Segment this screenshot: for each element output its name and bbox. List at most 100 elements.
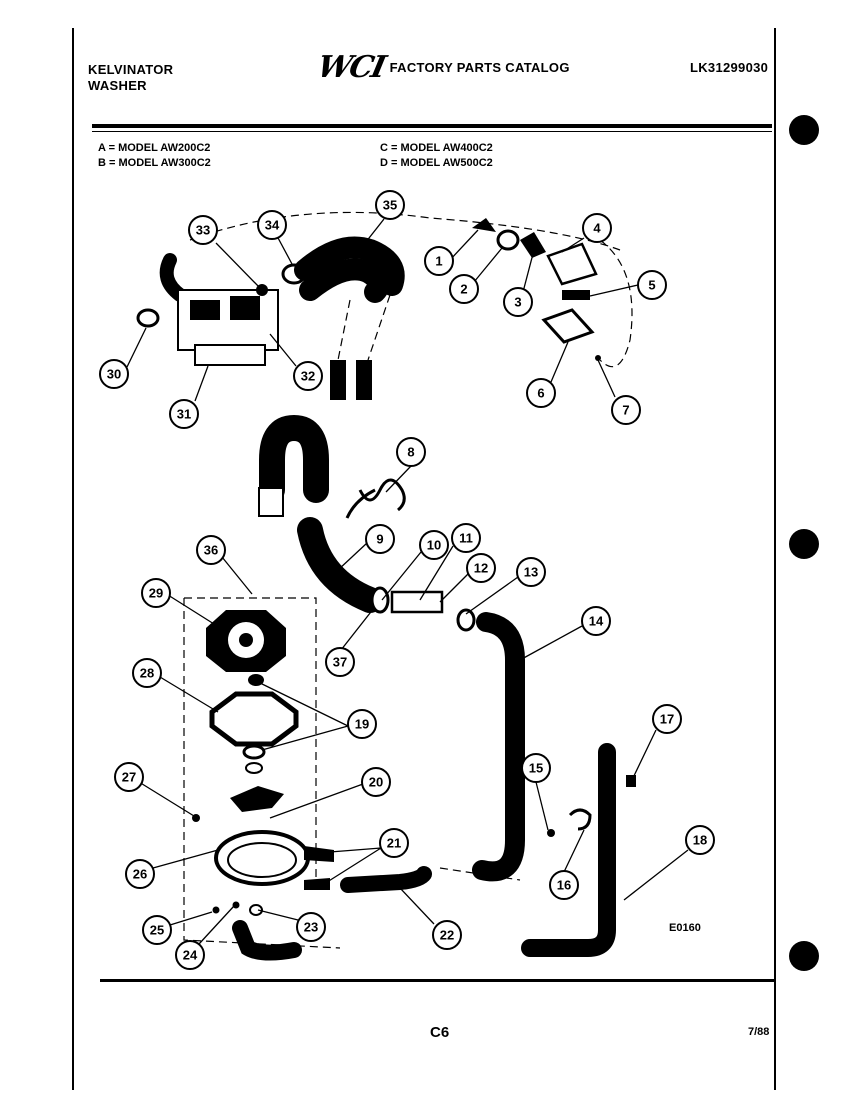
callout-22: 22 xyxy=(432,920,462,950)
svg-text:26: 26 xyxy=(133,867,147,882)
callout-6: 6 xyxy=(526,378,556,408)
header-rule-thin xyxy=(92,131,772,132)
footer-rule xyxy=(100,979,774,982)
product-type: WASHER xyxy=(88,78,147,93)
svg-text:11: 11 xyxy=(459,531,473,546)
brand-name: KELVINATOR xyxy=(88,62,174,77)
callout-35: 35 xyxy=(375,190,405,220)
catalog-header: WCI FACTORY PARTS CATALOG xyxy=(314,50,570,85)
callout-20: 20 xyxy=(361,767,391,797)
svg-text:10: 10 xyxy=(427,538,441,553)
callout-2: 2 xyxy=(449,274,479,304)
model-c: C = MODEL AW400C2 xyxy=(380,142,493,154)
svg-text:16: 16 xyxy=(557,878,571,893)
callout-16: 16 xyxy=(549,870,579,900)
callout-7: 7 xyxy=(611,395,641,425)
svg-text:9: 9 xyxy=(376,532,383,547)
water-valve-assembly xyxy=(136,211,621,400)
svg-text:15: 15 xyxy=(529,761,543,776)
callout-36: 36 xyxy=(196,535,226,565)
callout-25: 25 xyxy=(142,915,172,945)
page-number: C6 xyxy=(430,1024,450,1041)
svg-text:28: 28 xyxy=(140,666,154,681)
svg-text:34: 34 xyxy=(265,218,280,233)
svg-text:17: 17 xyxy=(660,712,674,727)
svg-text:5: 5 xyxy=(648,278,655,293)
svg-text:4: 4 xyxy=(593,221,601,236)
pump-assembly xyxy=(183,597,432,961)
svg-text:20: 20 xyxy=(369,775,383,790)
model-a: A = MODEL AW200C2 xyxy=(98,142,211,154)
revision-date: 7/88 xyxy=(748,1026,770,1038)
svg-text:33: 33 xyxy=(196,223,210,238)
callout-9: 9 xyxy=(365,524,395,554)
callout-18: 18 xyxy=(685,825,715,855)
svg-text:19: 19 xyxy=(355,717,369,732)
svg-text:13: 13 xyxy=(524,565,538,580)
svg-text:27: 27 xyxy=(122,770,136,785)
callout-31: 31 xyxy=(169,399,199,429)
callout-29: 29 xyxy=(141,578,171,608)
model-d: D = MODEL AW500C2 xyxy=(380,157,493,169)
callout-30: 30 xyxy=(99,359,129,389)
callout-14: 14 xyxy=(581,606,611,636)
svg-text:3: 3 xyxy=(514,295,521,310)
callout-19: 19 xyxy=(347,709,377,739)
svg-text:6: 6 xyxy=(537,386,544,401)
svg-text:8: 8 xyxy=(407,445,414,460)
brand-block: KELVINATOR WASHER xyxy=(88,62,173,94)
binder-hole xyxy=(789,115,819,145)
svg-text:2: 2 xyxy=(460,282,467,297)
svg-text:25: 25 xyxy=(150,923,164,938)
svg-text:37: 37 xyxy=(333,655,347,670)
svg-text:23: 23 xyxy=(304,920,318,935)
callout-27: 27 xyxy=(114,762,144,792)
model-b: B = MODEL AW300C2 xyxy=(98,157,211,169)
callout-10: 10 xyxy=(419,530,449,560)
callout-28: 28 xyxy=(132,658,162,688)
drain-hose xyxy=(258,414,525,882)
catalog-title: FACTORY PARTS CATALOG xyxy=(389,60,570,75)
callout-24: 24 xyxy=(175,940,205,970)
callout-23: 23 xyxy=(296,912,326,942)
callout-3: 3 xyxy=(503,287,533,317)
svg-text:18: 18 xyxy=(693,833,707,848)
header-rule xyxy=(92,124,772,128)
callout-17: 17 xyxy=(652,704,682,734)
standpipe xyxy=(521,743,636,957)
callout-34: 34 xyxy=(257,210,287,240)
svg-text:7: 7 xyxy=(622,403,629,418)
catalog-number: LK31299030 xyxy=(690,60,769,75)
callout-4: 4 xyxy=(582,213,612,243)
callout-12: 12 xyxy=(466,553,496,583)
callout-33: 33 xyxy=(188,215,218,245)
page-frame xyxy=(72,28,776,1090)
callout-1: 1 xyxy=(424,246,454,276)
callout-13: 13 xyxy=(516,557,546,587)
binder-hole xyxy=(789,529,819,559)
callout-5: 5 xyxy=(637,270,667,300)
svg-text:32: 32 xyxy=(301,369,315,384)
callout-37: 37 xyxy=(325,647,355,677)
svg-text:24: 24 xyxy=(183,948,198,963)
binder-hole xyxy=(789,941,819,971)
svg-text:31: 31 xyxy=(177,407,191,422)
svg-text:29: 29 xyxy=(149,586,163,601)
callout-21: 21 xyxy=(379,828,409,858)
svg-text:21: 21 xyxy=(387,836,401,851)
svg-text:35: 35 xyxy=(383,198,397,213)
inlet-assembly xyxy=(472,218,633,368)
callout-15: 15 xyxy=(521,753,551,783)
leader-lines xyxy=(126,218,689,945)
svg-text:30: 30 xyxy=(107,367,121,382)
callout-32: 32 xyxy=(293,361,323,391)
svg-text:36: 36 xyxy=(204,543,218,558)
callout-11: 11 xyxy=(451,523,481,553)
callout-8: 8 xyxy=(396,437,426,467)
svg-text:22: 22 xyxy=(440,928,454,943)
figure-code: E0160 xyxy=(669,922,701,934)
svg-text:14: 14 xyxy=(589,614,604,629)
model-list-left: A = MODEL AW200C2 B = MODEL AW300C2 xyxy=(98,141,211,171)
svg-text:12: 12 xyxy=(474,561,488,576)
